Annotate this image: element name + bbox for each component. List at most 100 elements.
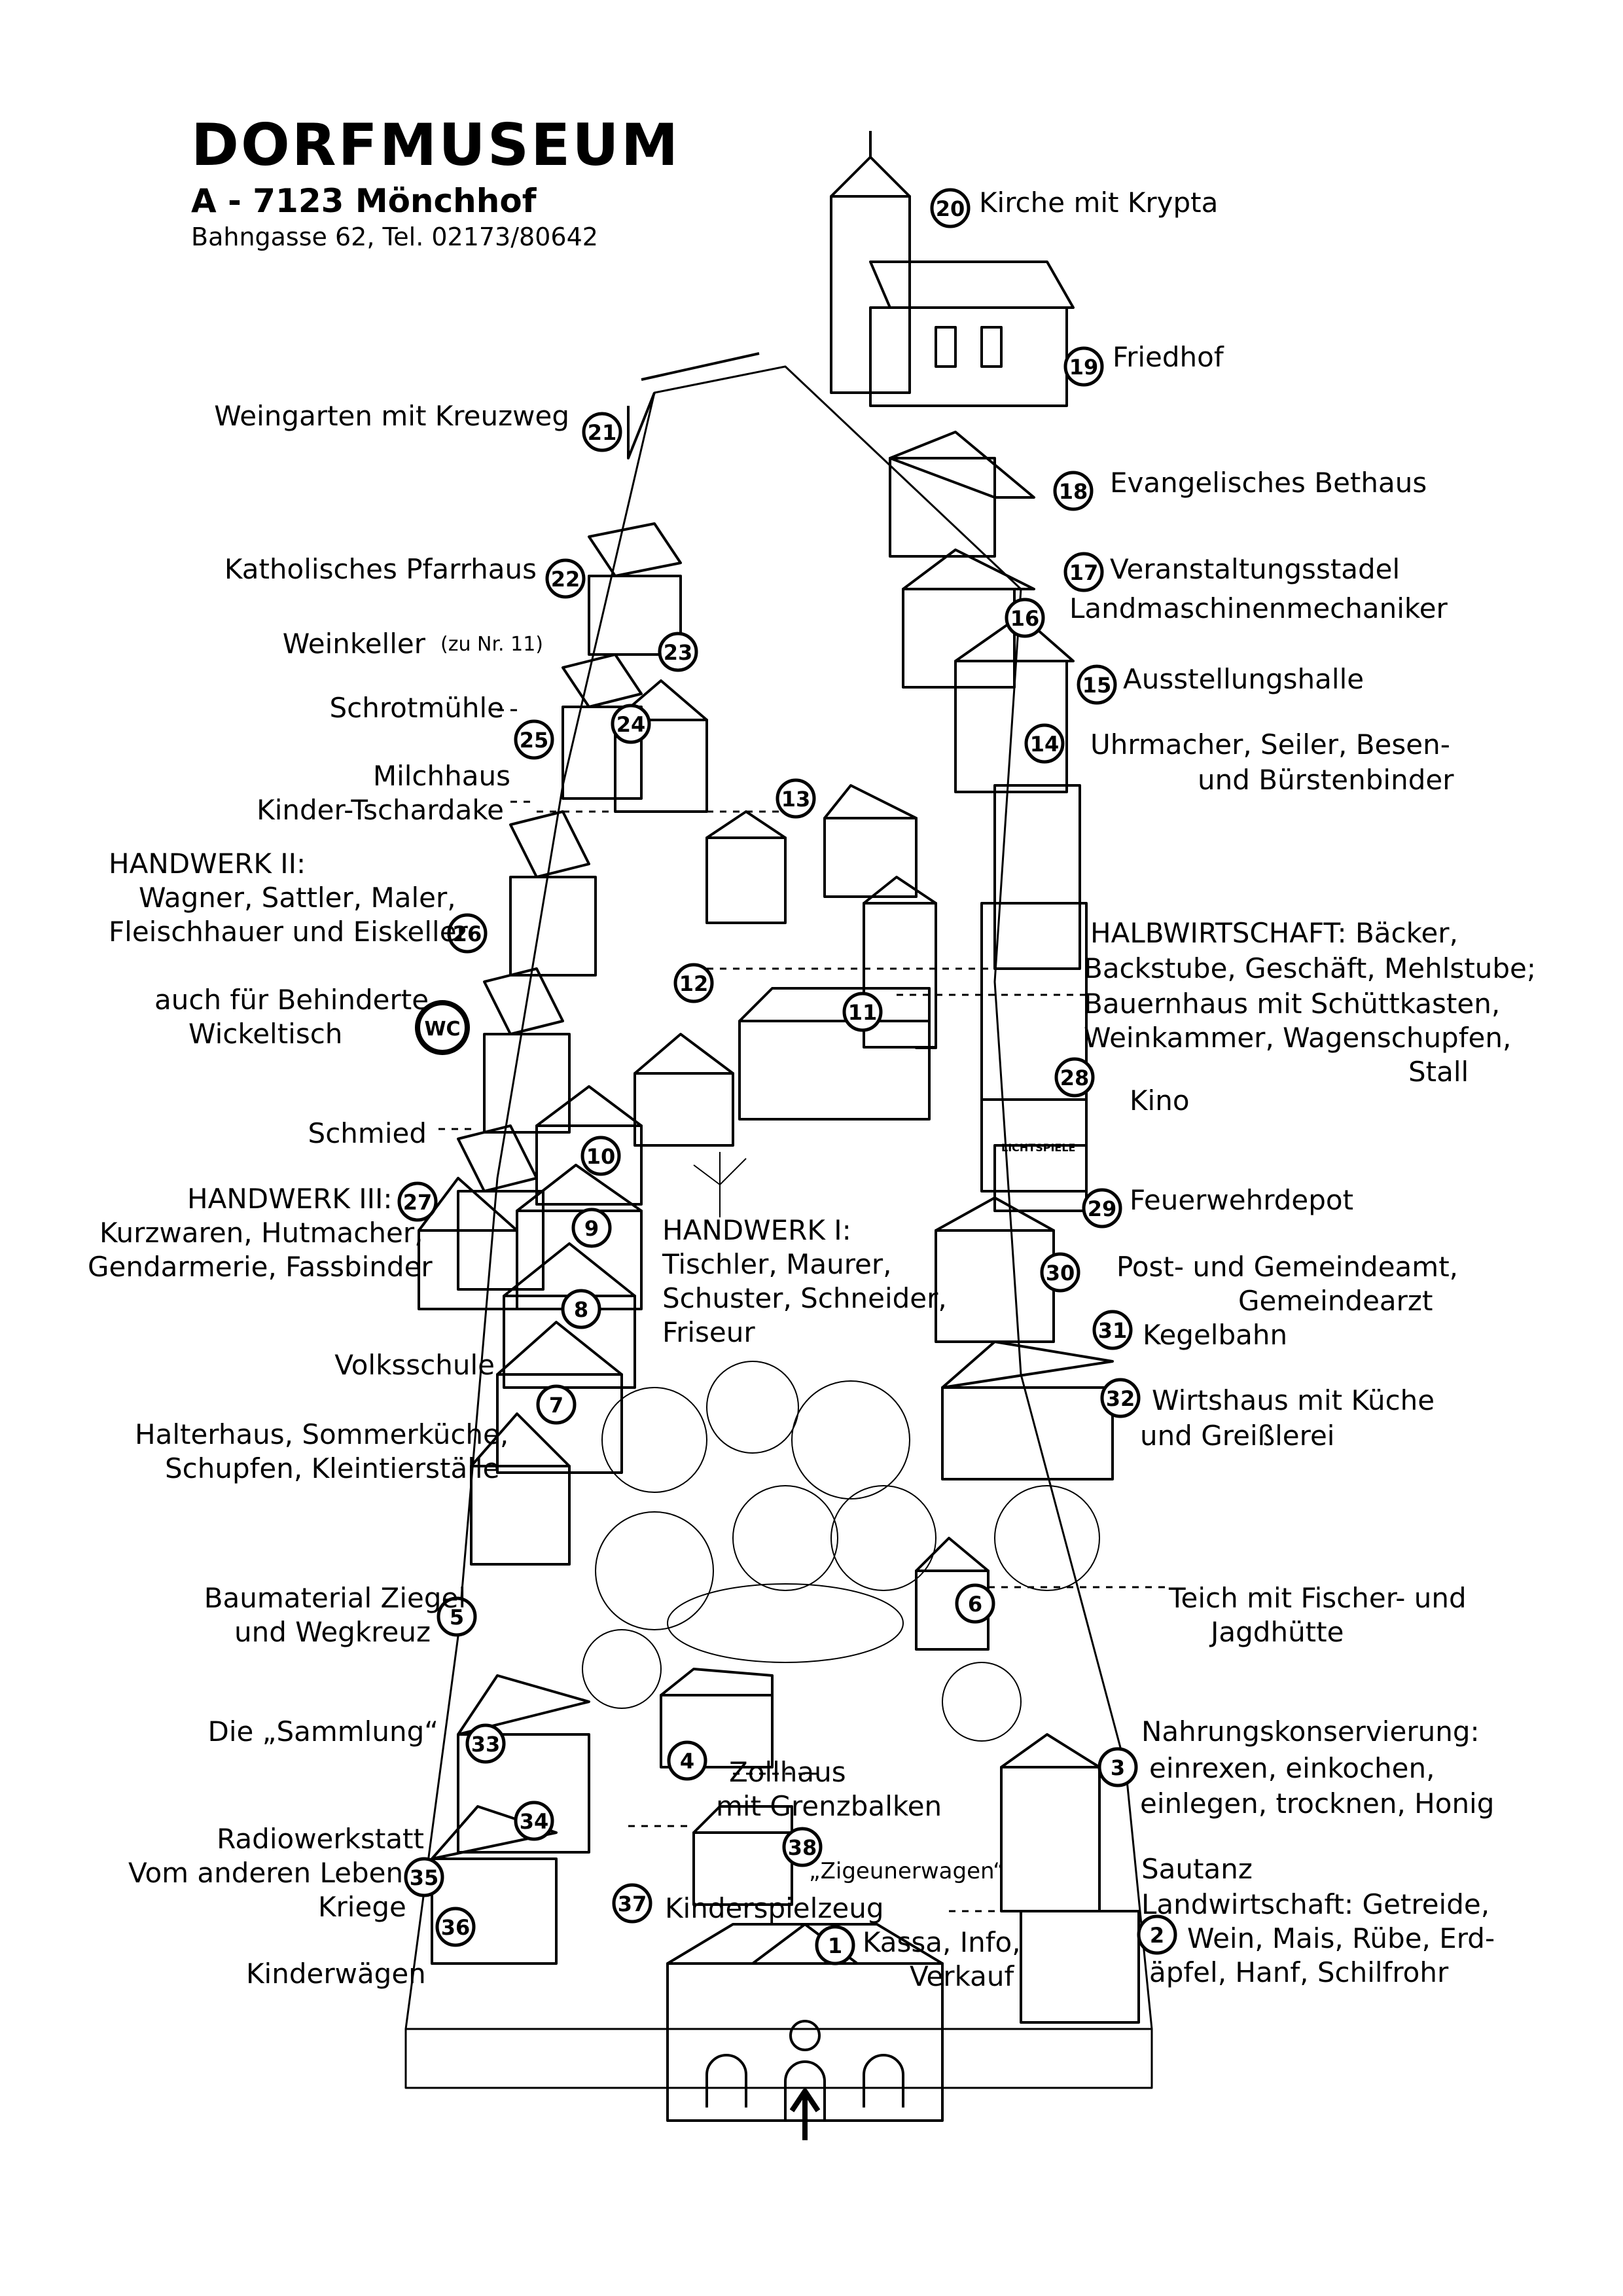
badge-29: 29	[1082, 1188, 1122, 1229]
label-stadel: Veranstaltungsstadel	[1110, 553, 1400, 585]
badge-37: 37	[612, 1883, 652, 1924]
label-milchhaus: Milchhaus	[372, 760, 510, 792]
svg-text:8: 8	[574, 1297, 588, 1322]
label-weingarten: Weingarten mit Kreuzweg	[214, 400, 569, 432]
label-ausstellungshalle: Ausstellungshalle	[1123, 663, 1364, 695]
left-row-buildings	[418, 522, 708, 1965]
svg-text:3: 3	[1111, 1755, 1125, 1780]
label-teich-2: Jagdhütte	[1211, 1616, 1344, 1648]
label-schmied: Schmied	[308, 1117, 427, 1149]
church-drawing	[830, 131, 1075, 407]
badge-24: 24	[611, 704, 651, 744]
svg-text:31: 31	[1098, 1318, 1128, 1343]
label-halterhaus-1: Halterhaus, Sommerküche,	[135, 1418, 509, 1450]
label-handwerk2-2: Fleischhauer und Eiskeller	[109, 916, 468, 948]
svg-text:23: 23	[664, 640, 693, 665]
label-schrotmuehle: Schrotmühle	[329, 692, 504, 724]
badge-31: 31	[1092, 1310, 1133, 1350]
label-handwerk1-title: HANDWERK I:	[662, 1214, 851, 1246]
label-kinderwaegen: Kinderwägen	[246, 1958, 426, 1990]
label-feuerwehr: Feuerwehrdepot	[1130, 1184, 1354, 1216]
label-halbwirtschaft-5: Stall	[1408, 1056, 1469, 1088]
label-nahrung-3: einlegen, trocknen, Honig	[1140, 1787, 1495, 1820]
svg-text:14: 14	[1030, 732, 1060, 757]
svg-text:6: 6	[968, 1592, 982, 1617]
svg-text:18: 18	[1059, 479, 1088, 504]
svg-text:38: 38	[788, 1835, 817, 1860]
badge-15: 15	[1077, 664, 1117, 705]
label-tschardake: Kinder-Tschardake	[257, 794, 504, 826]
badge-8: 8	[561, 1289, 601, 1329]
badge-18: 18	[1053, 471, 1094, 511]
label-post-1: Post- und Gemeindeamt,	[1116, 1251, 1459, 1283]
badge-26: 26	[447, 913, 488, 954]
svg-text:1: 1	[828, 1933, 842, 1958]
museum-title: DORFMUSEUM	[191, 111, 681, 179]
badge-32: 32	[1100, 1378, 1141, 1418]
badge-34: 34	[514, 1801, 554, 1841]
label-halbwirtschaft-3: Bauernhaus mit Schüttkasten,	[1084, 988, 1501, 1020]
badge-5: 5	[437, 1596, 477, 1637]
label-baumaterial-1: Baumaterial Ziegel	[204, 1582, 466, 1614]
label-wirtshaus-2: und Greißlerei	[1140, 1420, 1335, 1452]
label-weinkeller: Weinkeller	[282, 628, 425, 660]
label-sautanz: Sautanz	[1141, 1853, 1253, 1885]
badge-3: 3	[1097, 1747, 1138, 1787]
label-nahrung-2: einrexen, einkochen,	[1149, 1752, 1435, 1784]
label-nahrung-1: Nahrungskonservierung:	[1141, 1715, 1480, 1748]
svg-text:11: 11	[848, 1000, 878, 1025]
label-kriege-1: Vom anderen Leben	[128, 1857, 404, 1889]
label-zollhaus-2: mit Grenzbalken	[716, 1790, 942, 1822]
label-radiowerkstatt: Radiowerkstatt	[217, 1823, 424, 1855]
label-kriege-2: Kriege	[318, 1891, 406, 1923]
label-behinderte: auch für Behinderte	[154, 984, 429, 1016]
svg-text:33: 33	[471, 1732, 501, 1757]
label-handwerk3-1: Kurzwaren, Hutmacher,	[99, 1217, 423, 1249]
label-bethaus: Evangelisches Bethaus	[1110, 467, 1427, 499]
museum-place: A - 7123 Mönchhof	[191, 182, 537, 220]
badge-27: 27	[397, 1181, 438, 1222]
svg-text:7: 7	[549, 1393, 563, 1418]
svg-text:27: 27	[403, 1190, 433, 1215]
svg-text:30: 30	[1046, 1261, 1075, 1285]
village-street	[404, 365, 1153, 2030]
svg-text:29: 29	[1088, 1196, 1117, 1221]
label-halbwirtschaft-1: HALBWIRTSCHAFT: Bäcker,	[1090, 917, 1458, 949]
svg-text:21: 21	[588, 420, 617, 445]
badge-25: 25	[514, 719, 554, 760]
badge-13: 13	[776, 778, 816, 819]
badge-7: 7	[536, 1384, 577, 1425]
label-zollhaus-1: Zollhaus	[729, 1756, 846, 1788]
museum-address: Bahngasse 62, Tel. 02173/80642	[191, 223, 598, 251]
label-uhrmacher-1: Uhrmacher, Seiler, Besen-	[1090, 728, 1450, 761]
badge-30: 30	[1040, 1252, 1080, 1293]
svg-text:16: 16	[1010, 606, 1040, 631]
svg-text:37: 37	[618, 1892, 647, 1916]
leader-lines	[438, 709, 1165, 1912]
label-landwirtschaft-1: Landwirtschaft: Getreide,	[1141, 1888, 1490, 1920]
badge-17: 17	[1063, 552, 1104, 592]
svg-text:25: 25	[520, 728, 549, 753]
svg-text:26: 26	[453, 922, 482, 946]
label-handwerk1-1: Tischler, Maurer,	[662, 1248, 892, 1280]
label-wickeltisch: Wickeltisch	[188, 1018, 343, 1050]
label-kinderspielzeug: Kinderspielzeug	[665, 1892, 884, 1924]
badge-2: 2	[1137, 1914, 1177, 1955]
badge-21: 21	[582, 412, 622, 452]
label-uhrmacher-2: und Bürstenbinder	[1198, 764, 1454, 796]
label-handwerk2-title: HANDWERK II:	[109, 848, 306, 880]
svg-text:WC: WC	[424, 1018, 460, 1041]
badge-wc: WC	[415, 1000, 470, 1055]
label-landwirtschaft-2: Wein, Mais, Rübe, Erd-	[1187, 1922, 1495, 1954]
label-teich-1: Teich mit Fischer- und	[1169, 1582, 1467, 1614]
svg-text:36: 36	[441, 1915, 471, 1940]
label-handwerk3-2: Gendarmerie, Fassbinder	[88, 1251, 433, 1283]
badge-1: 1	[815, 1925, 855, 1965]
badge-33: 33	[465, 1723, 506, 1764]
svg-text:5: 5	[450, 1605, 464, 1630]
label-kirche: Kirche mit Krypta	[979, 187, 1219, 219]
label-zigeunerwagen: „Zigeunerwagen“	[809, 1858, 1005, 1884]
svg-text:19: 19	[1069, 355, 1099, 380]
